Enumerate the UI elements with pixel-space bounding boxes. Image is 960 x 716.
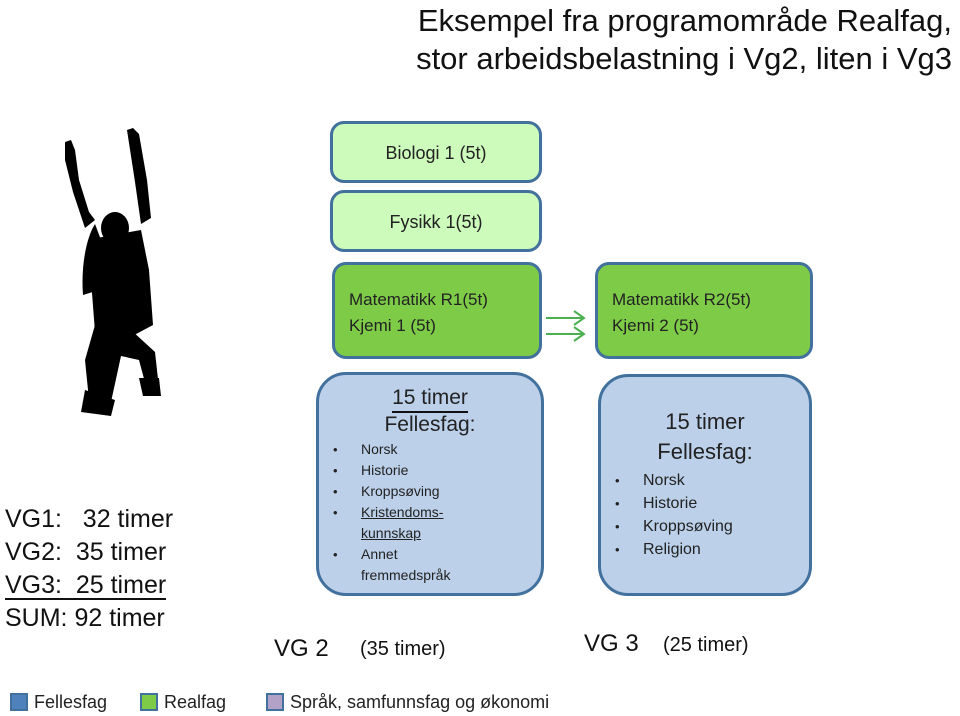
biologi-label: Biologi 1 (5t) [385,143,487,163]
vg3-hours: VG3: 25 timer [5,571,167,600]
list-item: Norsk [609,469,801,492]
vg2-fellesfag-list: Norsk Historie Kroppsøving Kristendoms-k… [327,439,533,586]
legend-realfag: Realfag [140,690,226,714]
vg3-fellesfag-list: Norsk Historie Kroppsøving Religion [609,469,801,561]
legend-label: Fellesfag [34,691,108,712]
legend-fellesfag: Fellesfag [10,690,107,714]
vg2-realfag-line-1: Matematikk R1(5t) [349,290,488,309]
list-item: Historie [327,460,533,481]
vg3-realfag-box: Matematikk R2(5t) Kjemi 2 (5t) [595,262,813,359]
vg3-fellesfag-hours: 15 timer [665,409,745,434]
list-item: Kroppsøving [609,515,801,538]
slide-title: Eksempel fra programområde Realfag, stor… [332,2,952,78]
vg2-realfag-box: Matematikk R1(5t) Kjemi 1 (5t) [332,262,542,359]
vg2-total-hours: (35 timer) [360,638,446,660]
vg3-realfag-text: Matematikk R2(5t) Kjemi 2 (5t) [612,287,751,339]
legend-label: Realfag [164,691,227,712]
vg1-hours: VG1: 32 timer [5,505,174,533]
fysikk-label: Fysikk 1(5t) [389,212,483,232]
legend-swatch [266,693,284,711]
vg3-label: VG 3 [584,630,639,657]
jumping-person-silhouette [65,128,161,416]
vg3-realfag-line-1: Matematikk R2(5t) [612,290,751,309]
list-item: Kroppsøving [327,481,533,502]
title-line-1: Eksempel fra programområde Realfag, [417,3,952,38]
vg3-realfag-line-2: Kjemi 2 (5t) [612,316,699,335]
vg2-fellesfag-label: Fellesfag: [384,413,476,436]
list-item: Historie [609,492,801,515]
vg2-fellesfag-hours: 15 timer [327,385,533,413]
list-item: Religion [609,538,801,561]
legend-swatch [140,693,158,711]
vg2-label: VG 2 [274,635,329,662]
legend-swatch [10,693,28,711]
vg2-realfag-line-2: Kjemi 1 (5t) [349,316,436,335]
legend-label: Språk, samfunnsfag og økonomi [290,691,550,712]
fysikk-box: Fysikk 1(5t) [330,190,542,252]
hours-summary: VG1: 32 timer VG2: 35 timer VG3: 25 time… [5,503,173,635]
vg2-realfag-text: Matematikk R1(5t) Kjemi 1 (5t) [349,287,488,339]
legend-sprak: Språk, samfunnsfag og økonomi [266,690,549,714]
vg2-hours: VG2: 35 timer [5,538,167,566]
vg3-fellesfag-label: Fellesfag: [657,439,753,464]
vg3-total-hours: (25 timer) [663,634,749,656]
list-item: Norsk [327,439,533,460]
sum-hours: SUM: 92 timer [5,604,165,632]
vg3-fellesfag-box: 15 timer Fellesfag: Norsk Historie Kropp… [598,374,812,596]
vg2-fellesfag-box: 15 timer Fellesfag: Norsk Historie Kropp… [316,372,544,596]
list-item: Kristendoms-kunnskap [327,502,533,544]
title-line-2: stor arbeidsbelastning i Vg2, liten i Vg… [416,41,952,76]
arrow-icon [546,310,586,342]
biologi-box: Biologi 1 (5t) [330,121,542,183]
